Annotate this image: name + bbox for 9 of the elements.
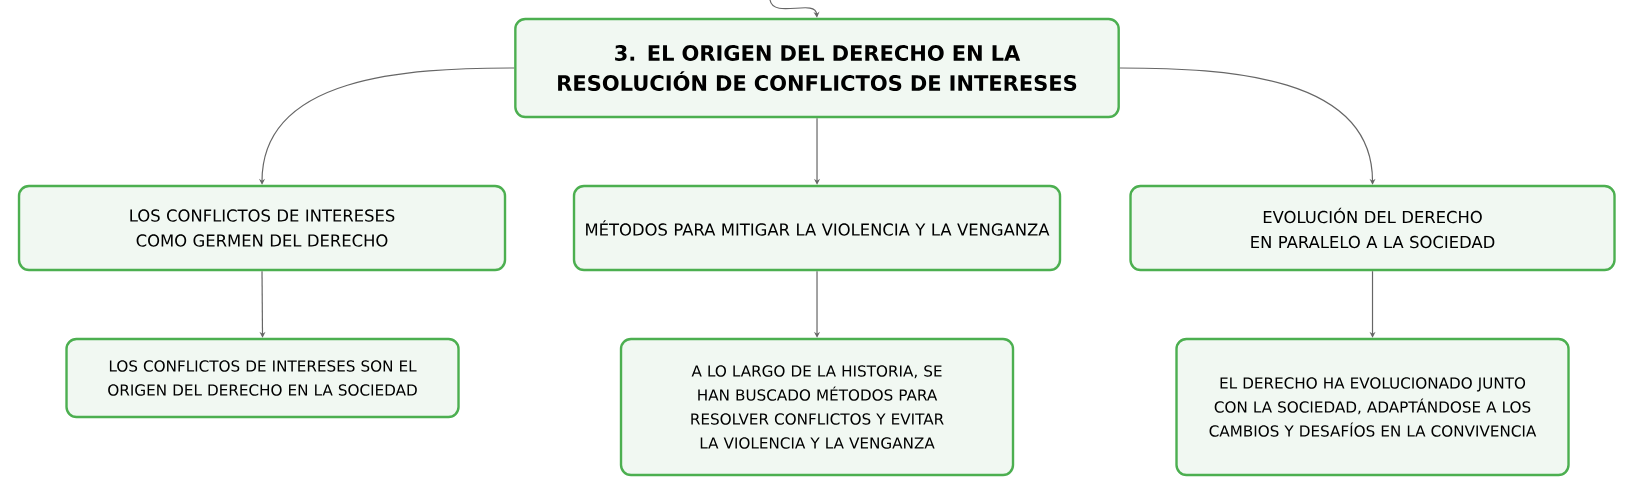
subtopic-box: EVOLUCIÓN DEL DERECHO EN PARALELO A LA SOCIEDAD xyxy=(1129,184,1616,272)
subtopic-box: MÉTODOS PARA MITIGAR LA VIOLENCIA Y LA VENGANZA xyxy=(572,184,1062,272)
subtopic-box: LOS CONFLICTOS DE INTERESES COMO GERMEN DEL DERECHO xyxy=(17,184,507,272)
detail-box: A LO LARGO DE LA HISTORIA, SE HAN BUSCADO MÉTODOS PARA RESOLVER CONFLICTOS Y EVITAR LA VIOLENCIA Y LA VENGANZA xyxy=(619,337,1015,477)
detail-box: EL DERECHO HA EVOLUCIONADO JUNTO CON LA SOCIEDAD, ADAPTÁNDOSE A LOS CAMBIOS Y DESAFÍOS EN LA CONVIVENCIA xyxy=(1175,337,1570,477)
arrow xyxy=(1119,67,1376,185)
detail-box: LOS CONFLICTOS DE INTERESES SON EL ORIGEN DEL DERECHO EN LA SOCIEDAD xyxy=(65,337,460,419)
arrow xyxy=(769,0,820,18)
topic-box: 3. EL ORIGEN DEL DERECHO EN LA RESOLUCIÓN DE CONFLICTOS DE INTERESES xyxy=(514,17,1120,119)
